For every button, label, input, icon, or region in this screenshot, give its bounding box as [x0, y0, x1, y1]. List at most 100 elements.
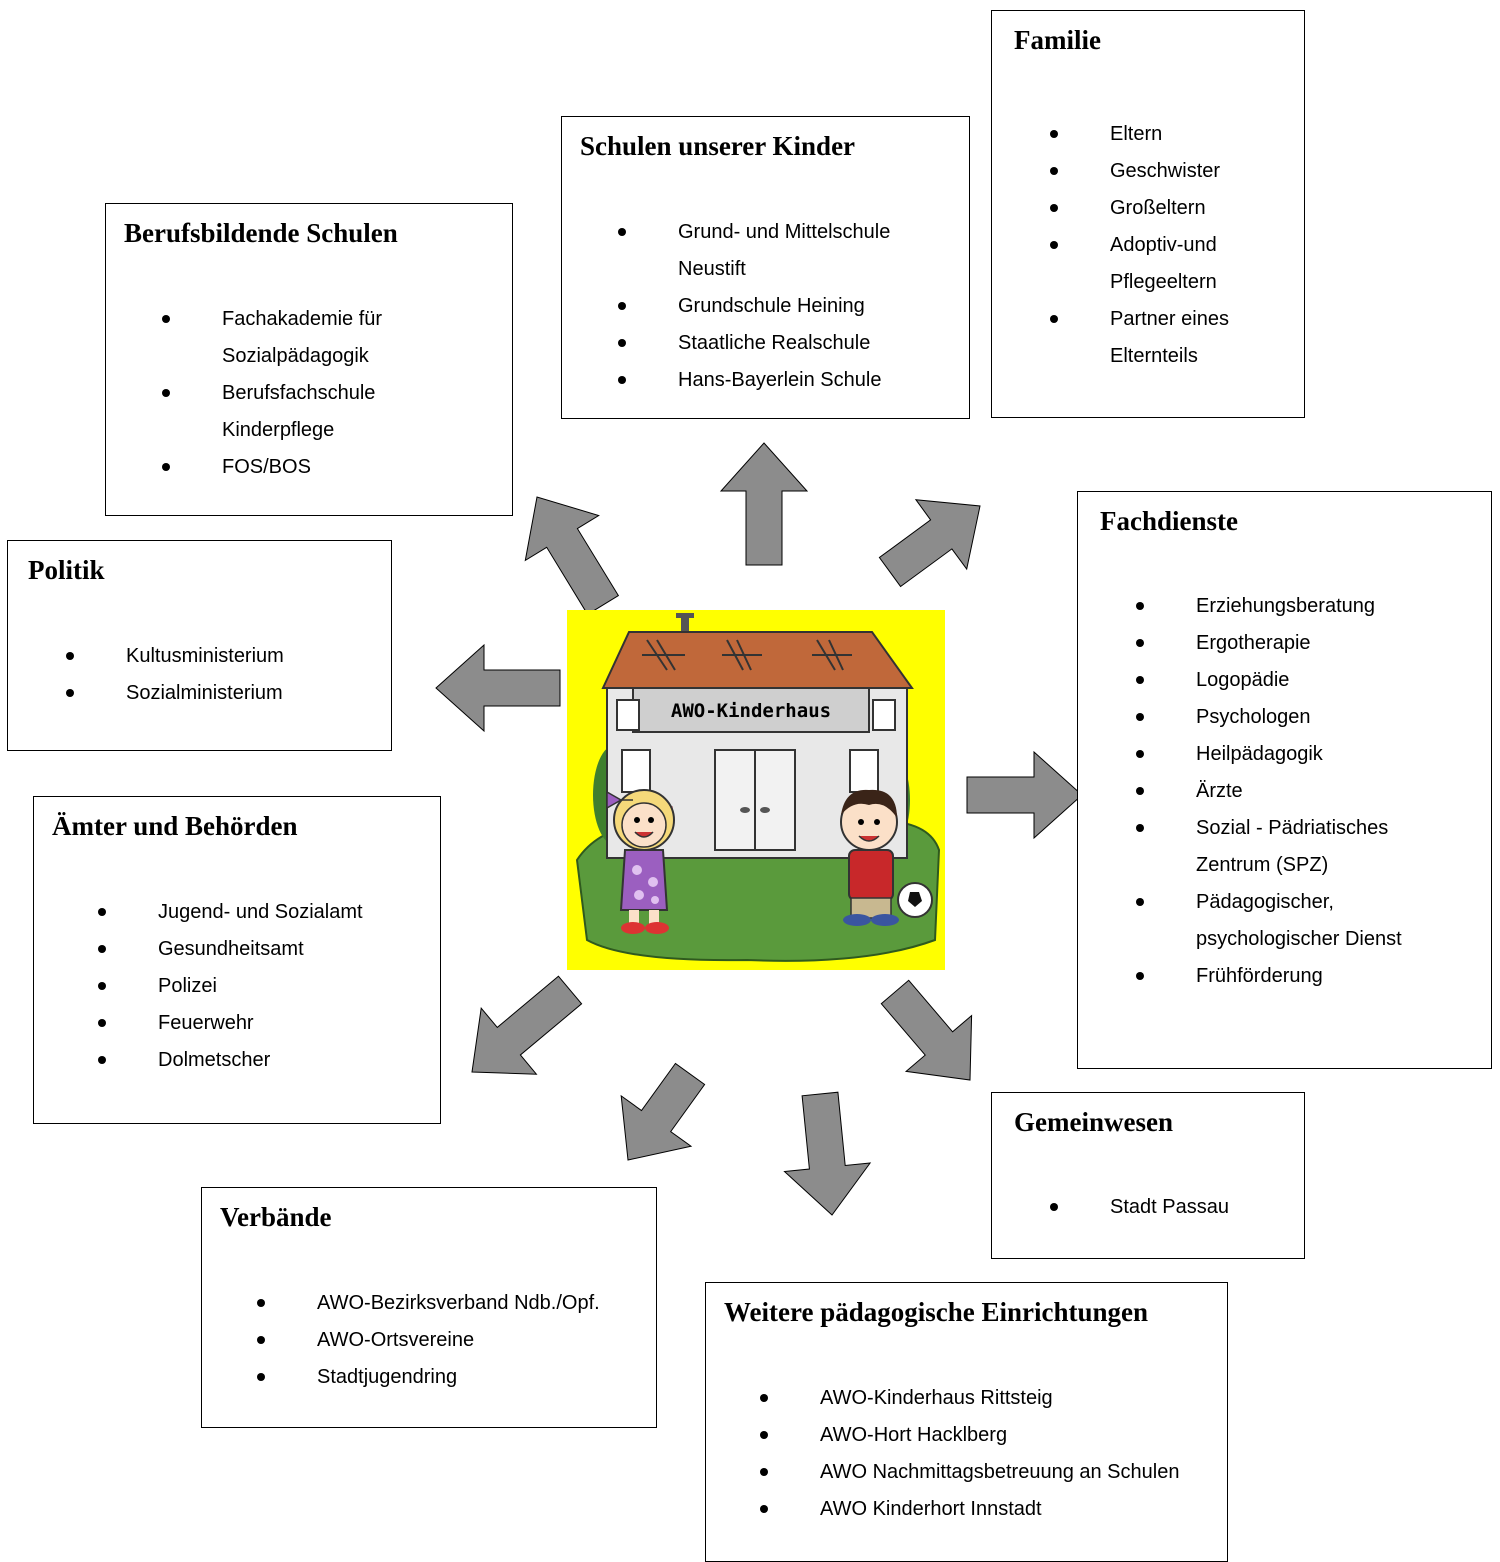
list-item-text: Großeltern — [1110, 197, 1206, 219]
box-aemter: Ämter und Behörden Jugend- und Sozialamt… — [33, 796, 441, 1124]
list-item: Frühförderung — [1136, 958, 1402, 995]
list-item-text: Grund- und Mittelschule — [678, 221, 891, 243]
list-item: Grundschule Heining — [617, 288, 890, 325]
list-item-text: Geschwister — [1110, 160, 1221, 182]
list-item: Ergotherapie — [1136, 625, 1402, 662]
arrow-down-left — [471, 975, 583, 1075]
list-item: Großeltern — [1050, 190, 1229, 227]
arrow-left — [435, 643, 561, 733]
list-item: Pädagogischer, psychologischer Dienst — [1136, 884, 1402, 958]
list-item-text: Stadtjugendring — [317, 1366, 458, 1388]
list-item-text: Elternteils — [1110, 345, 1198, 367]
list-item: AWO-Ortsvereine — [257, 1322, 600, 1359]
box-schulen-title: Schulen unserer Kinder — [580, 131, 856, 161]
list-item-text: Ergotherapie — [1196, 632, 1311, 654]
list-item: AWO-Kinderhaus Rittsteig — [759, 1380, 1179, 1417]
boy-figure — [840, 789, 899, 926]
box-gemeinwesen-list: Stadt Passau — [1050, 1189, 1229, 1226]
list-item-text: AWO-Bezirksverband Ndb./Opf. — [317, 1292, 600, 1314]
list-item-text: Pädagogischer, — [1196, 891, 1334, 913]
list-item: AWO-Bezirksverband Ndb./Opf. — [257, 1285, 600, 1322]
list-item: Hans-Bayerlein Schule — [617, 362, 890, 399]
list-item: AWO Nachmittagsbetreuung an Schulen — [759, 1454, 1180, 1491]
box-politik-title: Politik — [28, 555, 105, 585]
list-item: Dolmetscher — [98, 1042, 363, 1079]
list-item-text: Dolmetscher — [158, 1049, 271, 1071]
box-verbaende: Verbände AWO-Bezirksverband Ndb./Opf.AWO… — [201, 1187, 657, 1428]
box-fachdienste-title: Fachdienste — [1100, 506, 1238, 536]
list-item-text: FOS/BOS — [222, 456, 311, 478]
list-item-text: AWO-Ortsvereine — [317, 1329, 475, 1351]
box-berufsbildende-title: Berufsbildende Schulen — [124, 218, 398, 248]
box-weitere-title: Weitere pädagogische Einrichtungen — [724, 1297, 1149, 1327]
list-item: Gesundheitsamt — [98, 931, 363, 968]
arrow-up-right — [878, 499, 981, 588]
list-item: AWO-Hort Hacklberg — [759, 1417, 1179, 1454]
box-aemter-title: Ämter und Behörden — [52, 811, 298, 841]
list-item-text: Fachakademie für — [222, 308, 383, 330]
list-item: FOS/BOS — [161, 449, 382, 486]
list-item-text: Kultusministerium — [126, 645, 284, 667]
arrow-down-left-2 — [620, 1062, 706, 1161]
list-item-text: Erziehungsberatung — [1196, 595, 1376, 617]
list-item-text: psychologischer Dienst — [1196, 928, 1402, 950]
list-item-text: Staatliche Realschule — [678, 332, 871, 354]
box-verbaende-list: AWO-Bezirksverband Ndb./Opf. AWO-Ortsvere… — [257, 1285, 600, 1396]
list-item: Feuerwehr — [98, 1005, 363, 1042]
list-item: Jugend- und Sozialamt — [98, 894, 363, 931]
box-schulen: Schulen unserer Kinder Grund- und Mittel… — [561, 116, 970, 419]
arrow-down-right — [880, 979, 973, 1081]
list-item-text: Adoptiv-und — [1110, 234, 1217, 256]
list-item-text: Feuerwehr — [158, 1012, 254, 1034]
list-item: Logopädie — [1136, 662, 1402, 699]
list-item-text: Polizei — [158, 975, 217, 997]
arrow-up-left — [524, 496, 620, 616]
list-item: Polizei — [98, 968, 363, 1005]
list-item-text: Frühförderung — [1196, 965, 1323, 987]
list-item-text: Neustift — [678, 258, 746, 280]
list-item-text: AWO Nachmittagsbetreuung an Schulen — [820, 1461, 1180, 1483]
list-item-text: Ärzte — [1196, 780, 1243, 802]
list-item-text: Logopädie — [1196, 669, 1290, 691]
list-item: Kultusministerium — [66, 638, 284, 675]
list-item: Sozialministerium — [66, 675, 284, 712]
list-item-text: Partner eines — [1110, 308, 1229, 330]
list-item: Geschwister — [1050, 153, 1229, 190]
list-item: AWO Kinderhort Innstadt — [759, 1491, 1179, 1528]
list-item: Eltern — [1050, 116, 1229, 153]
list-item: Erziehungsberatung — [1136, 588, 1402, 625]
list-item-text: Zentrum (SPZ) — [1196, 854, 1329, 876]
arrow-down — [783, 1091, 872, 1216]
list-item: Heilpädagogik — [1136, 736, 1402, 773]
list-item: Stadt Passau — [1050, 1189, 1229, 1226]
chimney — [681, 616, 689, 632]
football — [897, 882, 933, 918]
roof — [601, 631, 914, 689]
list-item: Psychologen — [1136, 699, 1402, 736]
box-gemeinwesen-title: Gemeinwesen — [1014, 1107, 1173, 1137]
list-item-text: Sozialministerium — [126, 682, 283, 704]
list-item-text: AWO Kinderhort Innstadt — [820, 1498, 1042, 1520]
list-item-text: AWO-Hort Hacklberg — [820, 1424, 1008, 1446]
list-item-text: AWO-Kinderhaus Rittsteig — [820, 1387, 1053, 1409]
box-verbaende-title: Verbände — [220, 1202, 332, 1232]
girl-figure — [606, 789, 675, 934]
list-item-text: Pflegeeltern — [1110, 271, 1217, 293]
list-item-text: Heilpädagogik — [1196, 743, 1323, 765]
center-label: AWO-Kinderhaus — [671, 700, 831, 722]
